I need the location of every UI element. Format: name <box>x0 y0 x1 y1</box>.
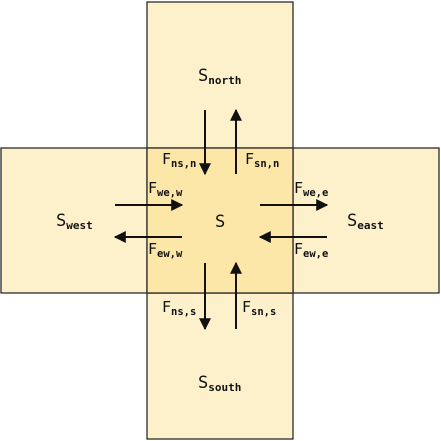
flux-label-ew-e: Few,e <box>294 240 328 260</box>
label-east: Seast <box>347 211 384 232</box>
flux-label-ns-s: Fns,s <box>162 298 196 318</box>
flux-label-we-e: Fwe,e <box>294 179 328 199</box>
flux-label-ew-w: Few,w <box>148 240 183 260</box>
label-center: S <box>215 212 225 232</box>
cell-center <box>146 147 294 294</box>
flux-label-sn-s: Fsn,s <box>242 298 276 318</box>
label-south: Ssouth <box>198 373 241 394</box>
label-north: Snorth <box>198 66 241 87</box>
flux-label-sn-n: Fsn,n <box>245 150 279 170</box>
cell-east <box>292 147 440 294</box>
cell-south <box>146 292 294 440</box>
cell-west <box>0 147 148 294</box>
flux-label-ns-n: Fns,n <box>162 150 196 170</box>
cell-north <box>146 1 294 149</box>
label-west: Swest <box>56 211 93 232</box>
flux-label-we-w: Fwe,w <box>148 179 183 199</box>
